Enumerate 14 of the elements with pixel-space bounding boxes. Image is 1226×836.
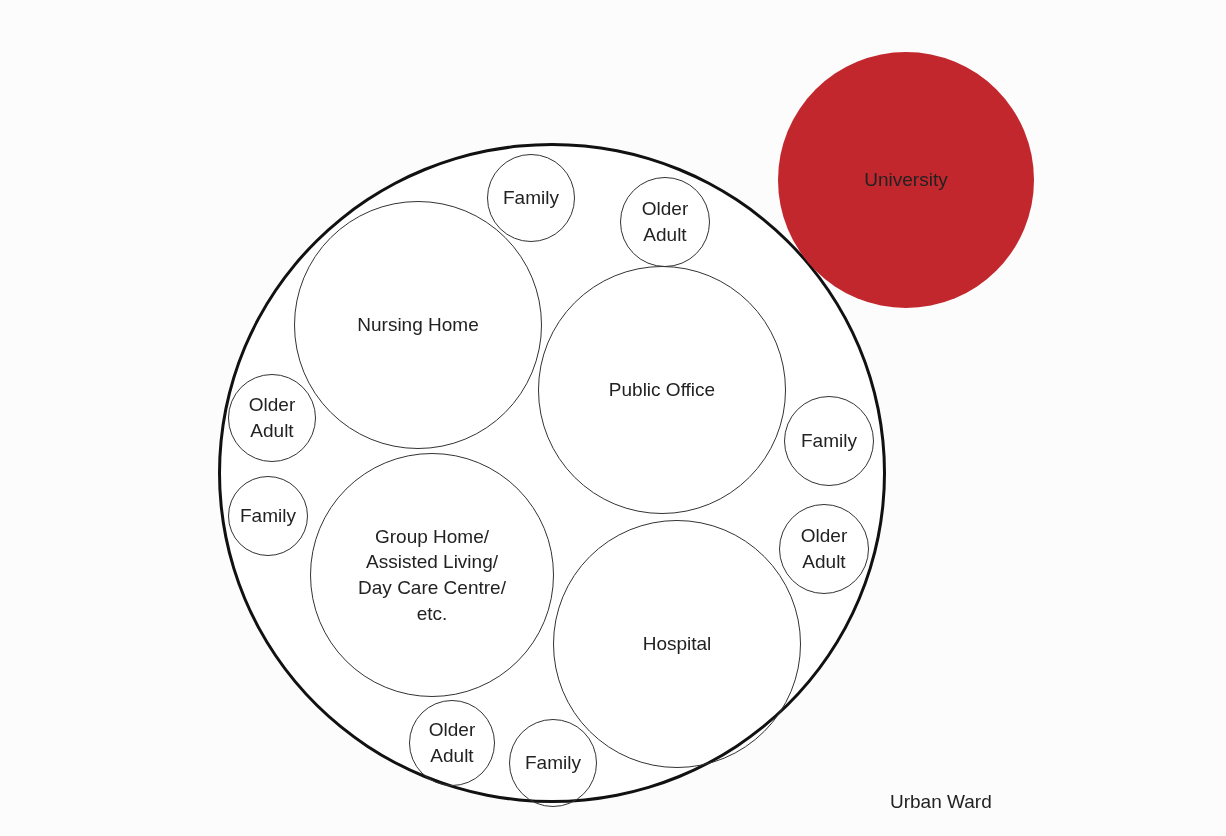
circle-label: Public Office — [608, 378, 716, 403]
circle-label: Older Adult — [247, 393, 297, 443]
circle-label: Nursing Home — [357, 313, 479, 338]
circle-label: Family — [503, 186, 559, 211]
area-heading: Urban Ward — [890, 790, 992, 814]
circle-label: Family — [525, 751, 581, 776]
circle-label: Family — [801, 429, 857, 454]
circle-label: Hospital — [642, 632, 712, 657]
circle-label: Family — [240, 504, 296, 529]
circle-label: Group Home/ Assisted Living/ Day Care Centre/ etc. — [357, 524, 507, 626]
circle-label: University — [864, 168, 948, 193]
circle-label: Older Adult — [799, 524, 849, 574]
circle-label: Older Adult — [640, 197, 690, 247]
circle-label: Older Adult — [427, 718, 477, 768]
